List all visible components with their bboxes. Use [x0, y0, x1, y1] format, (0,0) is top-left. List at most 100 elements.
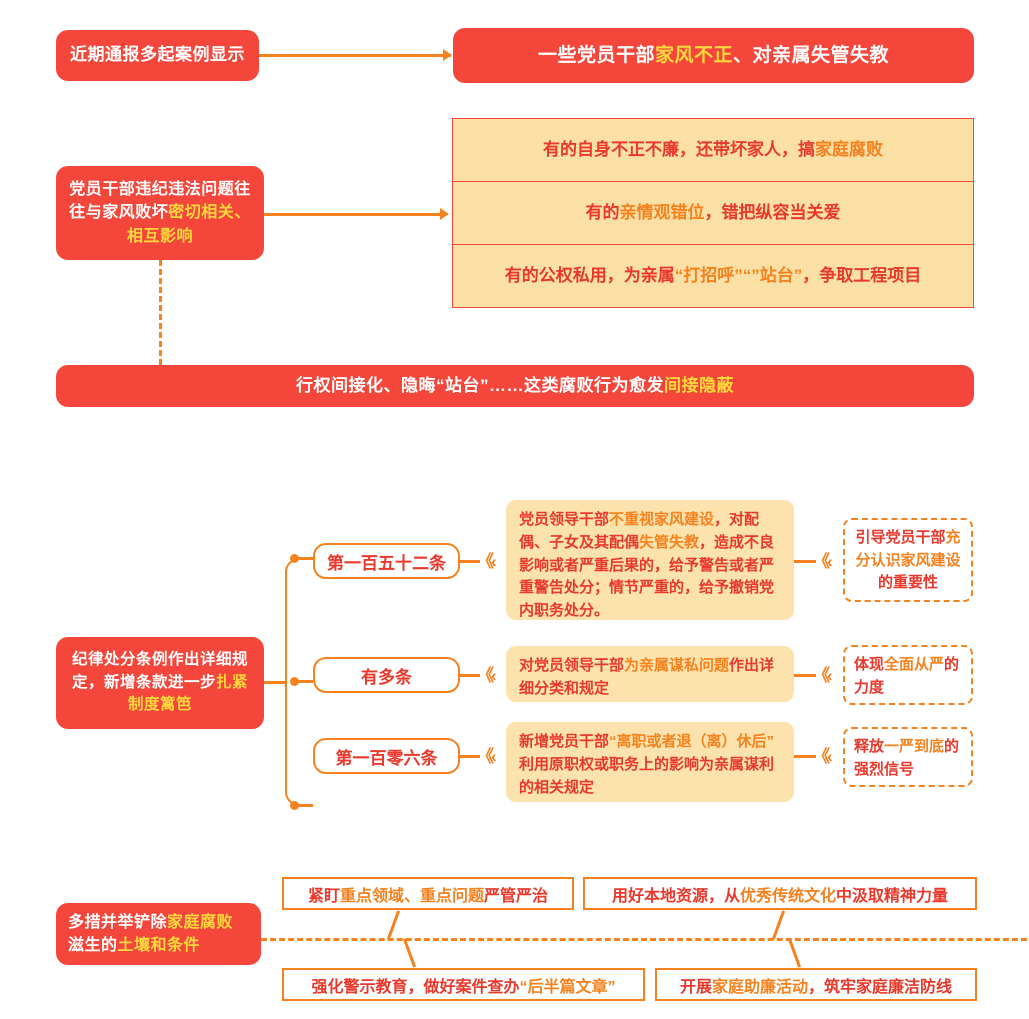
- outcome-p2: 的强烈信号: [854, 738, 960, 778]
- measures-anchor-p2: 滋生的: [68, 937, 118, 954]
- headline-banner: 一些党员干部家风不正、对亲属失管失教: [453, 28, 974, 83]
- measure-connector-2: [771, 910, 786, 940]
- measure-pre: 用好本地资源，从: [611, 887, 740, 905]
- article-pill-106[interactable]: 第一百零六条: [313, 738, 460, 774]
- detail-p1: 新增党员干部: [519, 733, 610, 750]
- outcome-p1: 引导党员干部: [855, 529, 946, 546]
- measure-highlight: 家庭助廉活动: [711, 978, 808, 996]
- headline-post: 、对亲属失管失教: [733, 44, 890, 66]
- chevron-left-icon: 《‹: [477, 747, 497, 766]
- chevron-left-icon: 《‹: [477, 552, 497, 571]
- measure-box-3: 强化警示教育，做好案件查办“后半篇文章”: [282, 968, 645, 1001]
- manifestation-row: 有的亲情观错位，错把纵容当关爱: [453, 182, 973, 245]
- manifestation-post: ，争取工程项目: [802, 266, 922, 286]
- measures-anchor-p1: 多措并举铲除: [68, 913, 168, 931]
- measure-pre: 紧盯: [307, 887, 340, 905]
- connector-detail-to-outcome: [794, 674, 816, 677]
- dashed-connector-cause-to-summary: [159, 260, 162, 365]
- bracket-stem: [264, 681, 286, 684]
- article-detail-card-152: 党员领导干部不重视家风建设，对配偶、子女及其配偶失管失教，造成不良影响或者严重后…: [506, 500, 794, 620]
- measure-pre: 开展: [679, 978, 712, 996]
- detail-p1: 对党员领导干部: [519, 657, 625, 674]
- manifestation-highlight: “打招呼”“”站台”: [674, 266, 803, 286]
- measure-post: 严管严治: [484, 887, 549, 905]
- detail-h1: 为亲属谋私问题: [624, 657, 730, 674]
- measure-highlight: 重点领域、重点问题: [339, 887, 484, 905]
- detail-p1: 党员领导干部: [519, 511, 610, 528]
- manifestation-highlight: 亲情观错位: [619, 203, 705, 223]
- detail-p2: 利用原职权或职务上的影响为亲属谋利的相关规定: [519, 755, 775, 796]
- summary-pre: 行权间接化、隐晦“站台”……这类腐败行为愈发: [296, 375, 664, 395]
- headline-pre: 一些党员干部: [537, 44, 655, 66]
- measure-post: 中汲取精神力量: [836, 887, 949, 905]
- detail-h1: “离职或者退（离）休后”: [609, 733, 775, 750]
- connector-pill-to-detail: [460, 755, 480, 758]
- cause-pre: 党员干部违纪违法问题往往与家风败坏: [69, 181, 251, 222]
- branch-stem: [298, 680, 313, 683]
- headline-highlight: 家风不正: [654, 44, 733, 66]
- summary-banner: 行权间接化、隐晦“站台”……这类腐败行为愈发间接隐蔽: [56, 365, 974, 407]
- outcome-h1: 充分认识家风建设: [855, 529, 961, 569]
- manifestations-panel: 有的自身不正不廉，还带坏家人，搞家庭腐败 有的亲情观错位，错把纵容当关爱 有的公…: [452, 118, 974, 308]
- detail-p2: 作出详细分类和规定: [519, 657, 775, 697]
- article-detail-card-multiple: 对党员领导干部为亲属谋私问题作出详细分类和规定: [506, 646, 794, 702]
- regulation-anchor-box: 纪律处分条例作出详细规定，新增条款进一步扎紧制度篱笆: [56, 637, 264, 729]
- detail-p2: ，对配偶、子女及其配偶: [519, 511, 760, 551]
- manifestation-pre: 有的: [585, 203, 620, 223]
- outcome-box-3: 释放一严到底的强烈信号: [843, 727, 973, 787]
- summary-highlight: 间接隐蔽: [664, 375, 734, 395]
- outcome-p2: 的重要性: [877, 574, 938, 591]
- measure-box-4: 开展家庭助廉活动，筑牢家庭廉洁防线: [655, 968, 977, 1001]
- branch-dot: [290, 677, 299, 686]
- article-detail-card-106: 新增党员干部“离职或者退（离）休后” 利用原职权或职务上的影响为亲属谋利的相关规定: [506, 722, 794, 802]
- chevron-left-icon: 《‹: [813, 666, 833, 685]
- outcome-p1: 体现: [854, 656, 885, 673]
- measure-pre: 强化警示教育，做好案件查办: [311, 978, 520, 996]
- detail-h1: 不重视家风建设: [609, 511, 715, 528]
- measure-connector-3: [402, 938, 417, 968]
- branch-stem: [298, 557, 313, 560]
- connector-detail-to-outcome: [794, 560, 816, 563]
- measures-anchor-box: 多措并举铲除家庭腐败滋生的土壤和条件: [56, 903, 261, 965]
- chevron-left-icon: 《‹: [813, 552, 833, 571]
- arrow-source-to-headline: [443, 49, 452, 61]
- measure-connector-4: [787, 938, 802, 968]
- connector-cause-to-list: [264, 213, 446, 216]
- branch-dot: [290, 801, 299, 810]
- manifestation-highlight: 家庭腐败: [815, 140, 883, 160]
- chevron-left-icon: 《‹: [477, 666, 497, 685]
- measures-dashed-spine: [261, 938, 1027, 941]
- manifestation-pre: 有的自身不正不廉，还带坏家人，搞: [543, 140, 815, 160]
- outcome-box-1: 引导党员干部充分认识家风建设的重要性: [843, 518, 973, 602]
- source-label-text: 近期通报多起案例显示: [70, 45, 245, 65]
- article-pill-label: 第一百零六条: [335, 748, 438, 768]
- outcome-p2: 的力度: [854, 656, 960, 696]
- connector-pill-to-detail: [460, 674, 480, 677]
- outcome-h1: 全面从严: [884, 656, 945, 673]
- measure-box-2: 用好本地资源，从优秀传统文化中汲取精神力量: [583, 877, 977, 910]
- connector-source-to-headline: [259, 54, 451, 57]
- article-pill-label: 有多条: [361, 667, 412, 687]
- connector-pill-to-detail: [460, 560, 480, 563]
- measure-box-1: 紧盯重点领域、重点问题严管严治: [282, 877, 574, 910]
- article-pill-152[interactable]: 第一百五十二条: [313, 543, 460, 579]
- connector-detail-to-outcome: [794, 755, 816, 758]
- chevron-left-icon: 《‹: [813, 747, 833, 766]
- measure-post: ，筑牢家庭廉洁防线: [808, 978, 953, 996]
- manifestation-row: 有的自身不正不廉，还带坏家人，搞家庭腐败: [453, 119, 973, 182]
- source-label-box: 近期通报多起案例显示: [56, 30, 259, 81]
- detail-p3: ，造成不良影响或者严重后果的，给予警告或者严重警告处分；情节严重的，给予撤销党内…: [519, 533, 775, 620]
- measures-anchor-h1: 家庭腐败: [167, 913, 234, 931]
- regulation-anchor-pre: 纪律处分条例作出详细规定，新增条款进一步: [71, 651, 248, 691]
- measure-highlight: 优秀传统文化: [739, 887, 836, 905]
- manifestation-row: 有的公权私用，为亲属“打招呼”“”站台”，争取工程项目: [453, 245, 973, 307]
- article-pill-multiple[interactable]: 有多条: [313, 657, 460, 693]
- manifestation-post: ，错把纵容当关爱: [704, 203, 841, 223]
- cause-box: 党员干部违纪违法问题往往与家风败坏密切相关、相互影响: [56, 166, 264, 260]
- measure-highlight: “后半篇文章”: [519, 978, 616, 996]
- arrow-cause-to-list: [440, 208, 449, 220]
- measures-anchor-h2: 土壤和条件: [117, 937, 201, 954]
- outcome-box-2: 体现全面从严的力度: [843, 645, 973, 705]
- outcome-h1: 一严到底: [884, 738, 945, 755]
